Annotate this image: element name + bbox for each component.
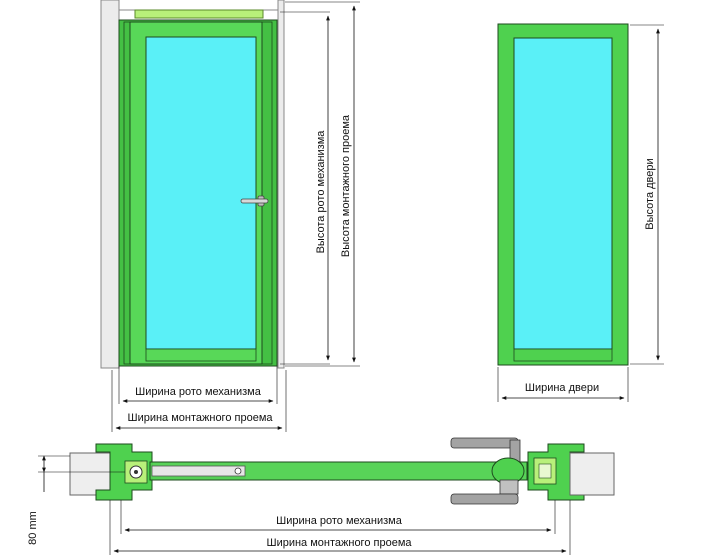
plan-section-view bbox=[69, 437, 615, 505]
right-wall-section bbox=[569, 452, 615, 496]
door-glass bbox=[145, 36, 257, 350]
right-wall bbox=[277, 0, 285, 369]
roto-width-label: Ширина рото механизма bbox=[135, 386, 262, 398]
door-leaf-glass bbox=[513, 37, 613, 350]
section-roto-width-label: Ширина рото механизма bbox=[276, 515, 403, 527]
opening-height-dimension: Высота монтажного проема bbox=[285, 1, 360, 367]
right-door-leaf-view bbox=[497, 23, 629, 366]
opening-width-label: Ширина монтажного проема bbox=[127, 412, 273, 424]
roto-height-label: Высота рото механизма bbox=[315, 130, 327, 254]
section-opening-width-dimension: Ширина монтажного проема bbox=[109, 500, 571, 555]
opening-height-label: Высота монтажного проема bbox=[340, 114, 352, 257]
door-height-dimension: Высота двери bbox=[630, 24, 664, 365]
left-wall bbox=[100, 0, 120, 369]
door-width-label: Ширина двери bbox=[525, 382, 599, 394]
left-wall-section bbox=[69, 452, 111, 496]
handle-section-icon bbox=[450, 437, 525, 505]
offset-dimension: 80 mm bbox=[27, 455, 125, 545]
section-opening-width-label: Ширина монтажного проема bbox=[266, 537, 412, 549]
left-door-front-view bbox=[100, 0, 285, 369]
roto-width-dimension: Ширина рото механизма bbox=[118, 366, 278, 404]
opening-width-dimension: Ширина монтажного проема bbox=[111, 370, 287, 432]
offset-label: 80 mm bbox=[27, 511, 39, 545]
door-handle-icon bbox=[240, 195, 269, 207]
top-mechanism-bar bbox=[134, 9, 264, 19]
section-roto-width-dimension: Ширина рото механизма bbox=[120, 500, 556, 534]
door-width-dimension: Ширина двери bbox=[497, 367, 629, 402]
door-height-label: Высота двери bbox=[644, 158, 656, 229]
roto-height-dimension: Высота рото механизма bbox=[280, 11, 330, 365]
